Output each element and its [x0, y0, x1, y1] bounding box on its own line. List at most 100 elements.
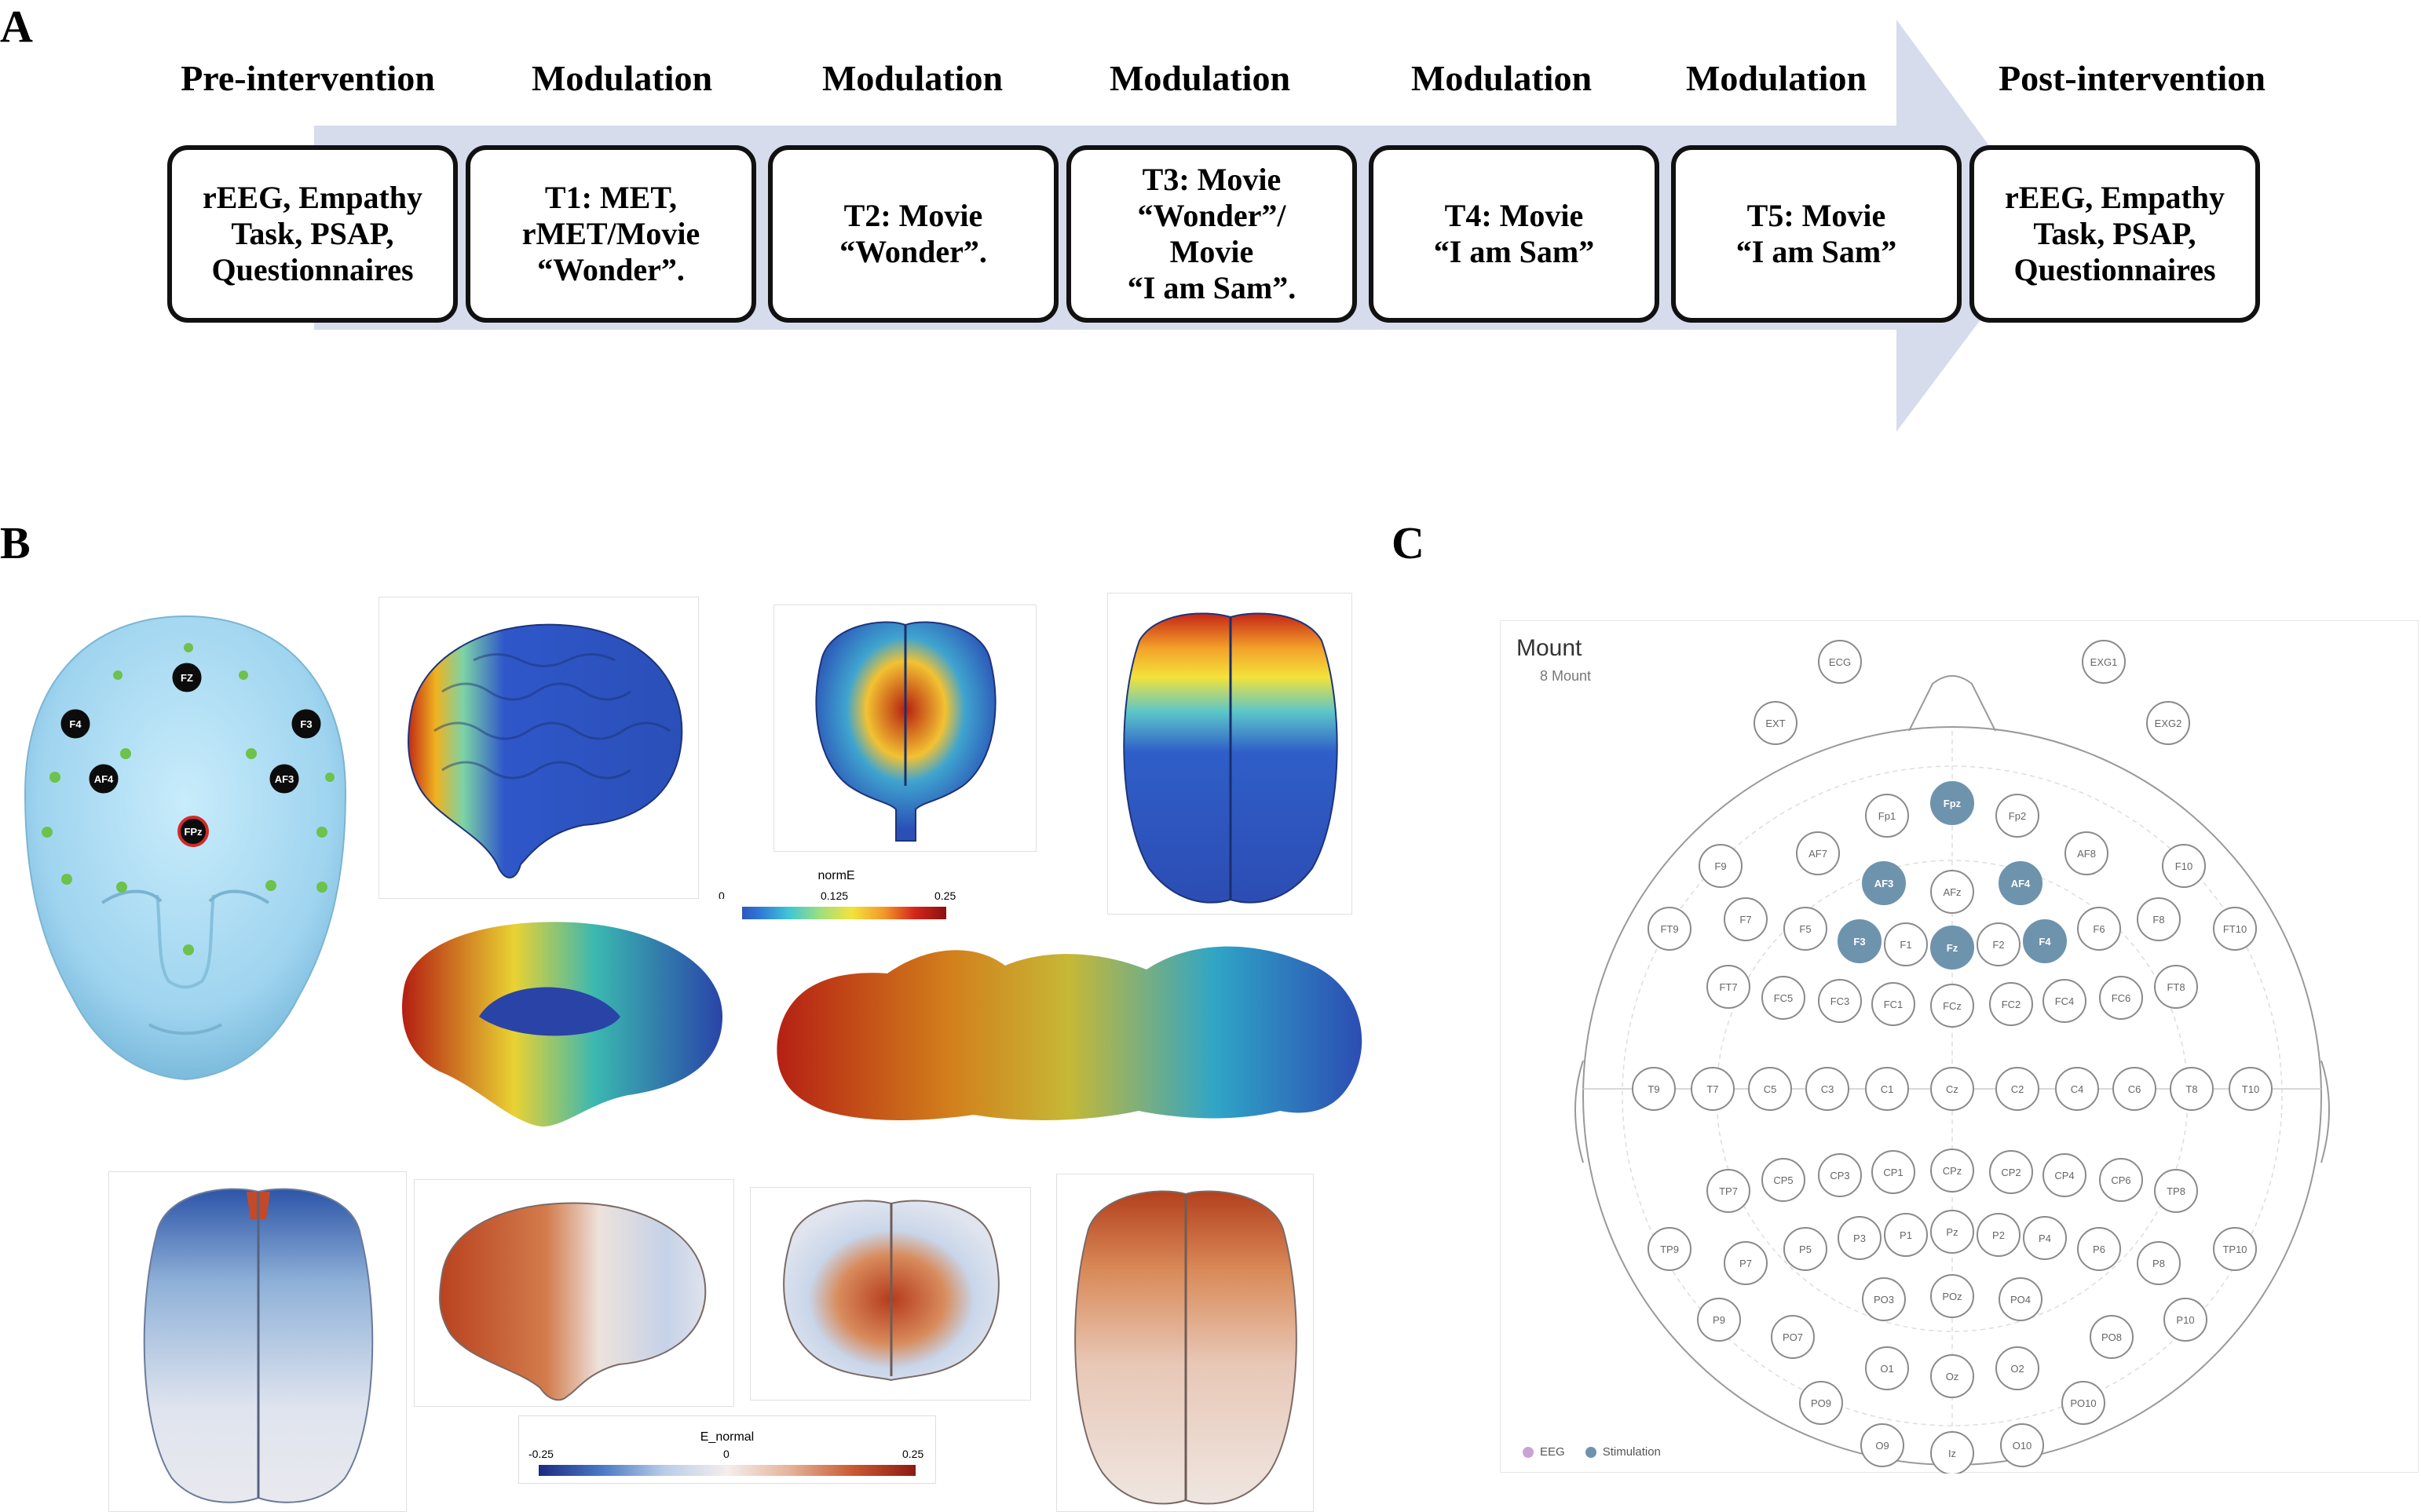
brain-lateral-Enormal-view [414, 1179, 734, 1407]
electrode-label: AF3 [1874, 878, 1894, 889]
phase-label-7: Post-intervention [1999, 58, 2266, 98]
eeg-electrode [1930, 1149, 1974, 1192]
electrode-label: AF4 [2011, 878, 2031, 889]
electrode-label: Fp2 [2009, 810, 2026, 822]
electrode-label: FCz [1943, 1000, 1962, 1012]
eeg-electrode [1930, 1210, 1974, 1254]
brain-sagittal-normE-slice [385, 899, 742, 1134]
legend-swatch [1523, 1447, 1534, 1459]
eeg-electrode [1884, 1213, 1928, 1257]
electrode-label: PO9 [1811, 1397, 1831, 1409]
normE-tick-min: 0 [719, 889, 725, 902]
electrode-label: TP8 [2167, 1185, 2185, 1197]
electrode-label: T7 [1706, 1083, 1718, 1095]
eeg-electrode [1724, 1241, 1768, 1285]
electrode-label: F3 [1853, 936, 1865, 948]
eeg-electrode [2162, 844, 2206, 888]
electrode-label: P7 [1739, 1258, 1752, 1269]
eeg-electrode [2082, 640, 2126, 684]
electrode-label: POz [1942, 1291, 1962, 1302]
mount-title: Mount [1516, 635, 1582, 661]
brain-top-Enormal-view [108, 1171, 407, 1512]
electrode-label: P6 [2093, 1244, 2105, 1255]
panel-c-letter: C [1392, 517, 1424, 568]
eeg-electrode [1771, 1315, 1815, 1359]
electrode-label: ECG [1829, 656, 1851, 668]
eeg-electrode [1995, 794, 2039, 838]
eeg-electrode [1989, 982, 2033, 1026]
electrode-label: O9 [1875, 1440, 1889, 1452]
eeg-electrode [1995, 1067, 2039, 1111]
electrode-label: FT8 [2167, 981, 2185, 993]
Enormal-colorbar-gradient [539, 1465, 916, 1476]
electrode-label: C2 [2011, 1083, 2024, 1095]
stimulation-electrode [1930, 781, 1974, 825]
head-electrode-marker [172, 663, 202, 692]
electrode-label: CP1 [1883, 1167, 1903, 1178]
electrode-label: PO3 [1874, 1294, 1894, 1306]
head-electrode-marker [60, 709, 90, 739]
eeg-electrode [2042, 979, 2086, 1023]
electrode-label: Fz [1947, 942, 1958, 954]
eeg-electrode [1930, 1354, 1974, 1398]
electrode-label: F9 [1714, 860, 1726, 872]
electrode-label: Pz [1946, 1226, 1958, 1238]
electrode-label: TP9 [1660, 1244, 1679, 1255]
eeg-electrode [2055, 1067, 2099, 1111]
eeg-electrode [1648, 1227, 1691, 1271]
electrode-label: O1 [1880, 1363, 1893, 1375]
electrode-label: F7 [1739, 914, 1751, 926]
electrode-label: EXG2 [2155, 718, 2182, 729]
session-box-3: T2: Movie “Wonder”. [768, 145, 1059, 323]
electrode-label: P8 [2152, 1258, 2165, 1269]
electrode-label: AF8 [2077, 848, 2096, 860]
brain-bottom-Enormal-view [1056, 1174, 1314, 1512]
panel-b-letter: B [0, 517, 31, 568]
electrode-label: Oz [1946, 1371, 1959, 1382]
eeg-electrode [1632, 1067, 1676, 1111]
eeg-electrode [1691, 1067, 1735, 1111]
legend-label: EEG [1540, 1445, 1565, 1459]
eeg-electrode [1838, 1216, 1882, 1260]
stimulation-electrode [2023, 919, 2067, 963]
brain-axial-normE-slices [770, 930, 1374, 1130]
eeg-electrode [2229, 1067, 2273, 1111]
normE-colorbar-gradient [726, 907, 946, 919]
electrode-label: Fpz [1944, 798, 1962, 809]
eeg-electrode [2213, 907, 2257, 951]
eeg-electrode [2137, 897, 2181, 941]
eeg-electrode [2000, 1423, 2044, 1467]
electrode-label: FT9 [1660, 923, 1678, 935]
electrode-label: C1 [1881, 1083, 1894, 1095]
mount-subtitle: 8 Mount [1540, 668, 1592, 684]
electrode-label: AFz [1943, 886, 1961, 898]
eeg-electrode [1724, 897, 1768, 941]
eeg-electrode [1989, 1150, 2033, 1194]
normE-tick-max: 0.25 [934, 889, 956, 902]
eeg-electrode [2137, 1241, 2181, 1285]
electrode-label: C5 [1764, 1083, 1777, 1095]
electrode-label: F2 [1992, 939, 2004, 951]
eeg-electrode [1783, 1227, 1827, 1271]
stimulation-electrode [1930, 926, 1974, 970]
electrode-label: FT7 [1719, 981, 1737, 993]
phase-label-1: Pre-intervention [181, 58, 435, 98]
electrode-label: FC2 [2002, 999, 2021, 1010]
Enormal-colorbar: E_normal -0.25 0 0.25 [518, 1415, 936, 1484]
electrode-label: O2 [2010, 1363, 2024, 1375]
brain-lateral-normE-view [379, 597, 699, 899]
electrode-label: Iz [1948, 1448, 1956, 1459]
head-electrode-label: F3 [300, 718, 312, 730]
eeg-electrode [1977, 1213, 2021, 1257]
eeg-electrode [1697, 1298, 1741, 1342]
electrode-label: PO4 [2010, 1294, 2031, 1306]
eeg-electrode [1799, 1381, 1843, 1425]
eeg-electrode [1930, 1067, 1974, 1111]
electrode-label: TP10 [2222, 1244, 2247, 1255]
eeg-electrode [1930, 870, 1974, 914]
eeg-electrode [1706, 965, 1750, 1009]
electrode-label: CP5 [1773, 1174, 1793, 1186]
